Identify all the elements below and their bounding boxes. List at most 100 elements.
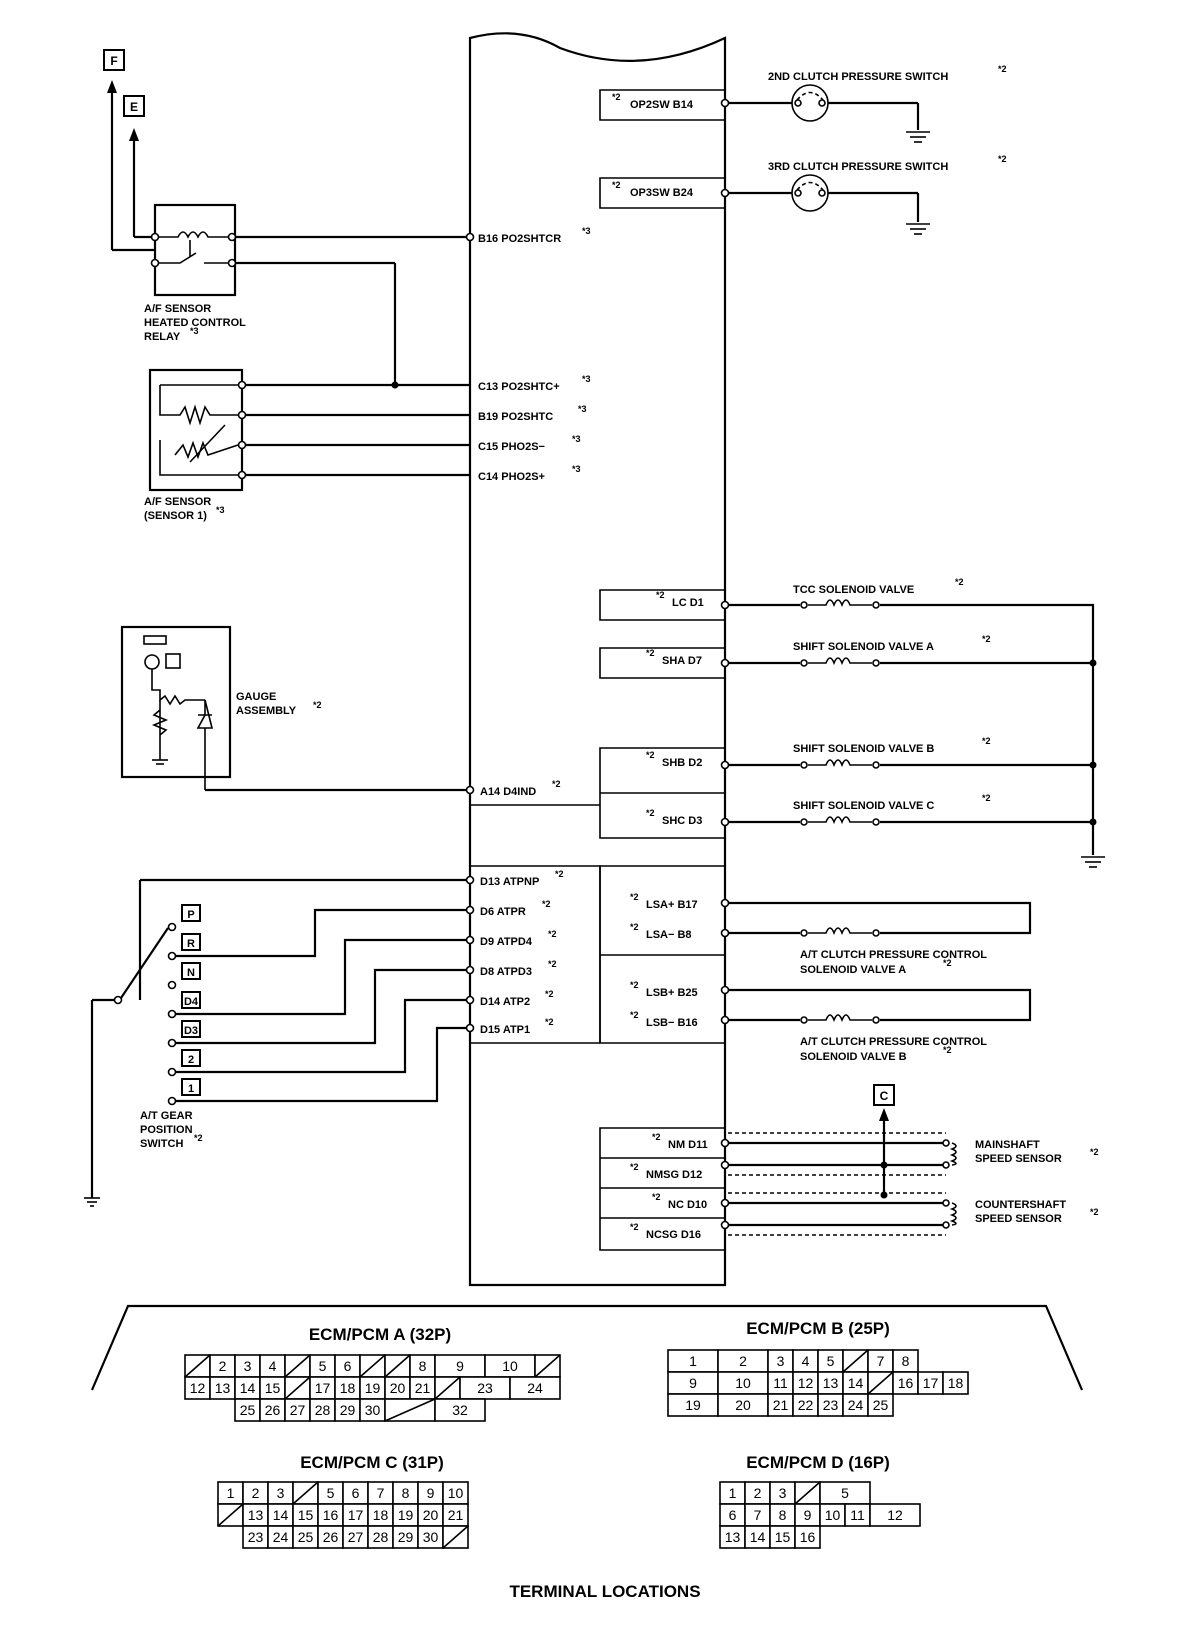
svg-text:*2: *2 bbox=[1090, 1147, 1099, 1157]
gear-switch-mark: *2 bbox=[194, 1133, 203, 1143]
terminal-number: 27 bbox=[290, 1402, 306, 1418]
blank-terminal-slash bbox=[867, 1371, 894, 1395]
mainshaft-label-1: MAINSHAFT bbox=[975, 1139, 1040, 1151]
terminal-lc-d1: LC D1 bbox=[672, 597, 704, 609]
clutch2-label: 2ND CLUTCH PRESSURE SWITCH bbox=[768, 71, 948, 83]
terminal-number: 19 bbox=[398, 1507, 414, 1523]
terminal-number: 26 bbox=[323, 1529, 339, 1545]
terminal-number: 12 bbox=[887, 1507, 903, 1523]
terminal-number: 19 bbox=[685, 1397, 701, 1413]
terminal-number: 29 bbox=[340, 1402, 356, 1418]
left-terminal-labels: B16 PO2SHTCR *3 C13 PO2SHTC+ *3 B19 PO2S… bbox=[470, 226, 601, 1044]
terminal-locations-title: TERMINAL LOCATIONS bbox=[509, 1582, 700, 1601]
gauge-label-1: GAUGE bbox=[236, 691, 276, 703]
terminal-number: 15 bbox=[265, 1380, 281, 1396]
terminal-cell bbox=[869, 1503, 921, 1527]
terminal-number: 3 bbox=[777, 1353, 785, 1369]
gear-d3-label: D3 bbox=[184, 1025, 198, 1037]
terminal-op2sw-b14: OP2SW B14 bbox=[630, 99, 694, 111]
terminal-number: 17 bbox=[315, 1380, 331, 1396]
terminal-nm-d11: NM D11 bbox=[668, 1139, 708, 1151]
svg-text:*2: *2 bbox=[612, 180, 621, 190]
terminal-number: 3 bbox=[244, 1358, 252, 1374]
terminal-number: 13 bbox=[823, 1375, 839, 1391]
gear-position-switch: P R N D4 D3 2 1 A/T GEAR POSITION SWITCH… bbox=[84, 875, 475, 1207]
gear-d4-label: D4 bbox=[184, 996, 199, 1008]
terminal-lsa-minus-b8: LSA− B8 bbox=[646, 929, 692, 941]
countershaft-label-1: COUNTERSHAFT bbox=[975, 1199, 1066, 1211]
terminal-nmsg-d12: NMSG D12 bbox=[646, 1169, 702, 1181]
svg-text:*2: *2 bbox=[646, 750, 655, 760]
terminal-locations: TERMINAL LOCATIONS ECM/PCM A (32P) ECM/P… bbox=[90, 1304, 1084, 1601]
terminal-b19-po2shtc: B19 PO2SHTC bbox=[478, 411, 553, 423]
terminal-number: 1 bbox=[689, 1353, 697, 1369]
terminal-number: 9 bbox=[427, 1485, 435, 1501]
right-terminal-brackets bbox=[599, 89, 725, 1251]
terminal-d15-atp1: D15 ATP1 bbox=[480, 1024, 530, 1036]
svg-text:*2: *2 bbox=[998, 154, 1007, 164]
blank-terminal-slash bbox=[384, 1398, 436, 1422]
terminal-number: 8 bbox=[419, 1358, 427, 1374]
svg-text:*2: *2 bbox=[630, 980, 639, 990]
af-relay-label-3: RELAY bbox=[144, 331, 181, 343]
terminal-number: 8 bbox=[902, 1353, 910, 1369]
terminal-number: 25 bbox=[873, 1397, 889, 1413]
blank-terminal-slash bbox=[442, 1525, 469, 1549]
terminal-number: 3 bbox=[779, 1485, 787, 1501]
svg-text:*2: *2 bbox=[630, 922, 639, 932]
shift-a-label: SHIFT SOLENOID VALVE A bbox=[793, 641, 934, 653]
svg-text:*2: *2 bbox=[548, 959, 557, 969]
countershaft-label-2: SPEED SENSOR bbox=[975, 1213, 1062, 1225]
terminal-number: 21 bbox=[448, 1507, 464, 1523]
svg-text:*2: *2 bbox=[630, 1222, 639, 1232]
af-sensor-label-1: A/F SENSOR bbox=[144, 496, 211, 508]
svg-text:*3: *3 bbox=[578, 404, 587, 414]
terminal-number: 7 bbox=[877, 1353, 885, 1369]
terminal-number: 21 bbox=[773, 1397, 789, 1413]
ecm-pcm-body bbox=[468, 32, 727, 1287]
terminal-number: 7 bbox=[754, 1507, 762, 1523]
tcc-label: TCC SOLENOID VALVE bbox=[793, 584, 914, 596]
gauge-mark: *2 bbox=[313, 700, 322, 710]
af-sensor: A/F SENSOR (SENSOR 1) *3 bbox=[144, 368, 470, 522]
terminal-number: 1 bbox=[227, 1485, 235, 1501]
terminal-number: 18 bbox=[340, 1380, 356, 1396]
terminal-number: 32 bbox=[452, 1402, 468, 1418]
gear-n-label: N bbox=[187, 967, 195, 979]
terminal-number: 27 bbox=[348, 1529, 364, 1545]
terminal-number: 10 bbox=[502, 1358, 518, 1374]
svg-text:*2: *2 bbox=[630, 892, 639, 902]
terminal-number: 16 bbox=[323, 1507, 339, 1523]
connector-f: F bbox=[103, 49, 155, 252]
gear-switch-label-1: A/T GEAR bbox=[140, 1110, 193, 1122]
terminal-number: 5 bbox=[327, 1485, 335, 1501]
blank-terminal-slash bbox=[284, 1354, 311, 1378]
gauge-assembly: GAUGE ASSEMBLY *2 bbox=[120, 625, 475, 795]
terminal-number: 25 bbox=[298, 1529, 314, 1545]
terminal-c13-po2shtc-plus: C13 PO2SHTC+ bbox=[478, 381, 560, 393]
svg-text:*3: *3 bbox=[582, 226, 591, 236]
svg-text:*2: *2 bbox=[646, 648, 655, 658]
gauge-label-2: ASSEMBLY bbox=[236, 705, 297, 717]
terminal-number: 24 bbox=[527, 1380, 543, 1396]
terminal-number: 2 bbox=[754, 1485, 762, 1501]
svg-text:*2: *2 bbox=[652, 1132, 661, 1142]
terminal-sha-d7: SHA D7 bbox=[662, 655, 702, 667]
terminal-number: 12 bbox=[190, 1380, 206, 1396]
terminal-d13-atpnp: D13 ATPNP bbox=[480, 876, 539, 888]
af-sensor-relay: A/F SENSOR HEATED CONTROL RELAY *3 bbox=[144, 203, 475, 385]
connector-b-title: ECM/PCM B (25P) bbox=[746, 1319, 890, 1338]
terminal-number: 21 bbox=[415, 1380, 431, 1396]
shift-c-label: SHIFT SOLENOID VALVE C bbox=[793, 800, 934, 812]
terminal-number: 5 bbox=[841, 1485, 849, 1501]
solenoid-valves: TCC SOLENOID VALVE *2 SHIFT SOLENOID VAL… bbox=[720, 577, 1105, 868]
terminal-number: 12 bbox=[798, 1375, 814, 1391]
blank-terminal-slash bbox=[292, 1481, 319, 1505]
svg-text:*2: *2 bbox=[943, 958, 952, 968]
terminal-number: 7 bbox=[377, 1485, 385, 1501]
clutch3-label: 3RD CLUTCH PRESSURE SWITCH bbox=[768, 161, 948, 173]
gear-2-label: 2 bbox=[188, 1054, 194, 1066]
shift-b-label: SHIFT SOLENOID VALVE B bbox=[793, 743, 934, 755]
